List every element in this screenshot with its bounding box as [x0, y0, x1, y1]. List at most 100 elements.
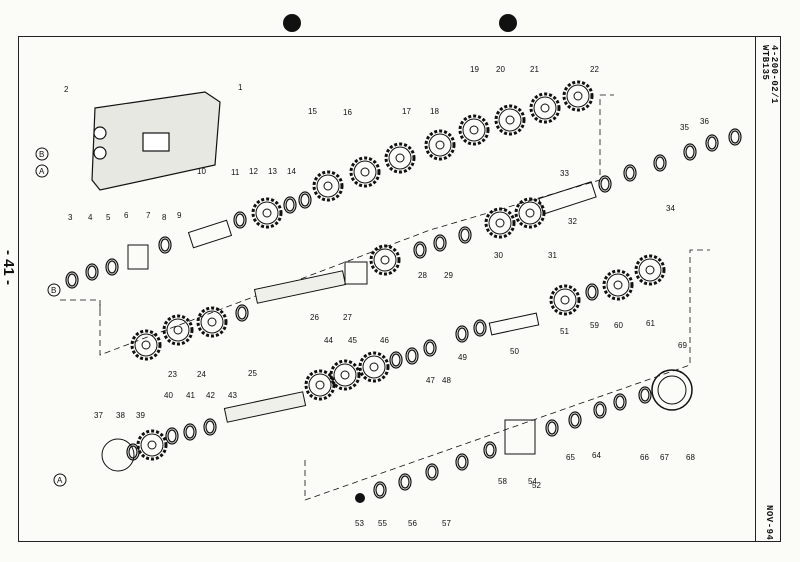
page-number: - 41 -	[0, 250, 17, 286]
callout: 60	[614, 321, 623, 330]
callout: 34	[666, 204, 675, 213]
callout: 56	[408, 519, 417, 528]
callout: 8	[162, 213, 167, 222]
callout: 27	[343, 313, 352, 322]
callout: 29	[444, 271, 453, 280]
drawing-frame	[18, 36, 756, 542]
callout: 45	[348, 336, 357, 345]
callout: 10	[197, 167, 206, 176]
callout: 9	[177, 211, 182, 220]
callout: 67	[660, 453, 669, 462]
marker-b-top: B	[39, 150, 44, 159]
callout: 46	[380, 336, 389, 345]
callout: 14	[287, 167, 296, 176]
cover-37	[101, 438, 135, 472]
callout: 2	[64, 85, 69, 94]
callout: 50	[510, 347, 519, 356]
shaft-50	[488, 312, 540, 336]
cover-cap	[127, 244, 149, 270]
callout: 22	[590, 65, 599, 74]
callout: 33	[560, 169, 569, 178]
callout: 48	[442, 376, 451, 385]
callout: 16	[343, 108, 352, 117]
binder-hole-right	[499, 14, 517, 32]
binder-hole-left	[283, 14, 301, 32]
callout: 65	[566, 453, 575, 462]
callout: 47	[426, 376, 435, 385]
sleeve-27	[344, 261, 368, 285]
callout: 61	[646, 319, 655, 328]
callout: 55	[378, 519, 387, 528]
callout: 53	[355, 519, 364, 528]
callout: 38	[116, 411, 125, 420]
callout: 4	[88, 213, 93, 222]
callout: 20	[496, 65, 505, 74]
hub-54	[504, 419, 536, 455]
callout: 5	[106, 213, 111, 222]
callout: 42	[206, 391, 215, 400]
callout: 31	[548, 251, 557, 260]
callout: 1	[238, 83, 243, 92]
callout: 58	[498, 477, 507, 486]
callout: 54	[528, 477, 537, 486]
callout: 39	[136, 411, 145, 420]
callout: 15	[308, 107, 317, 116]
callout: 11	[231, 168, 240, 177]
marker-b-mid: B	[51, 286, 56, 295]
second-gear-row	[65, 154, 667, 289]
callout: 69	[678, 341, 687, 350]
axis-lines	[60, 94, 710, 501]
shaft-43	[223, 391, 307, 423]
callout: 43	[228, 391, 237, 400]
callout: 51	[560, 327, 569, 336]
shaft-32	[538, 181, 597, 215]
plug-53	[355, 493, 365, 503]
ref-code-1: WTB135	[760, 45, 770, 81]
title-strip: WTB135 4-200-02/1 NOV-94	[754, 36, 781, 542]
callout: 24	[197, 370, 206, 379]
upper-gear-row	[233, 80, 742, 229]
callout: 23	[168, 370, 177, 379]
callout: 12	[249, 167, 258, 176]
drawing-date: NOV-94	[764, 505, 774, 541]
callout: 36	[700, 117, 709, 126]
callout: 26	[310, 313, 319, 322]
callout: 37	[94, 411, 103, 420]
callout: 64	[592, 451, 601, 460]
housing	[91, 91, 221, 191]
assembly-markers: B A B A	[35, 147, 67, 487]
shaft-10	[187, 219, 233, 249]
ring-gear-68	[651, 369, 693, 411]
callout-labels: 1 2 3 4 5 6 7 8 9 10 11 12 13 14 15 16 1…	[64, 65, 709, 528]
callout: 49	[458, 353, 467, 362]
callout: 57	[442, 519, 451, 528]
callout: 28	[418, 271, 427, 280]
callout: 59	[590, 321, 599, 330]
marker-a-bottom: A	[57, 476, 63, 485]
callout: 6	[124, 211, 129, 220]
shaft-26	[253, 270, 347, 304]
callout: 66	[640, 453, 649, 462]
callout: 35	[680, 123, 689, 132]
callout: 52	[532, 481, 541, 490]
callout: 13	[268, 167, 277, 176]
callout: 68	[686, 453, 695, 462]
callout: 25	[248, 369, 257, 378]
lower-gear-row	[101, 369, 693, 503]
callout: 41	[186, 391, 195, 400]
callout: 7	[146, 211, 151, 220]
callout: 17	[402, 107, 411, 116]
callout: 32	[568, 217, 577, 226]
callout: 3	[68, 213, 73, 222]
third-gear-row	[130, 254, 666, 401]
callout: 30	[494, 251, 503, 260]
marker-a-top: A	[39, 167, 45, 176]
ref-code-2: 4-200-02/1	[769, 45, 779, 105]
callout: 18	[430, 107, 439, 116]
callout: 21	[530, 65, 539, 74]
callout: 44	[324, 336, 333, 345]
callout: 40	[164, 391, 173, 400]
callout: 19	[470, 65, 479, 74]
